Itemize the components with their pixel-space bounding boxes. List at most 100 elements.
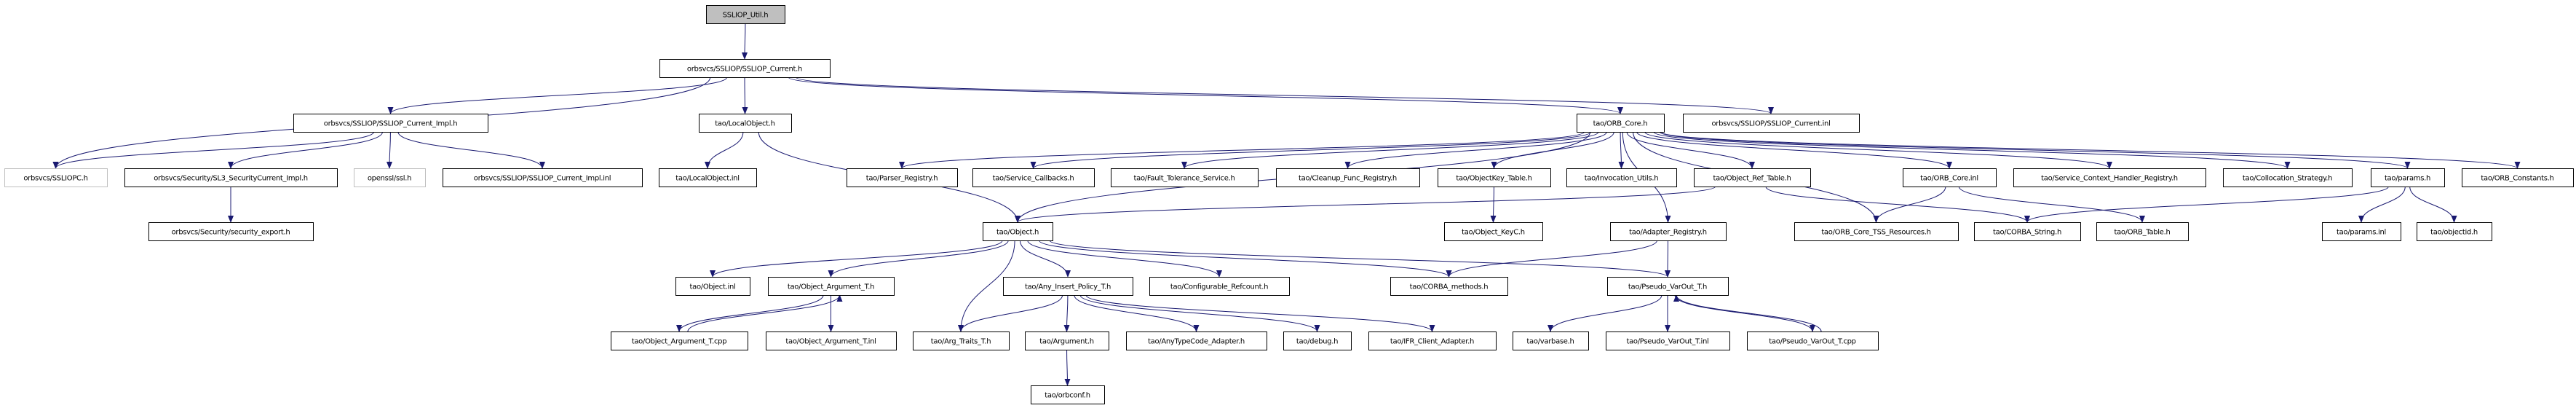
node-curinl[interactable]: orbsvcs/SSLIOP/SSLIOP_Current.inl <box>1683 114 1860 133</box>
node-orbtable[interactable]: tao/ORB_Table.h <box>2096 222 2189 241</box>
node-objectid[interactable]: tao/objectid.h <box>2417 222 2492 241</box>
edge-aip-to-debug <box>1079 294 1320 332</box>
node-box <box>1513 332 1589 350</box>
node-colloc[interactable]: tao/Collocation_Strategy.h <box>2223 168 2353 187</box>
edge-curimpl-to-openssl <box>387 131 393 169</box>
node-box <box>354 168 426 187</box>
edge-pvo-to-varbase <box>1547 294 1662 332</box>
node-atca[interactable]: tao/AnyTypeCode_Adapter.h <box>1126 332 1267 350</box>
node-label: tao/Object_Argument_T.inl <box>785 338 876 346</box>
edge-object-to-aip <box>1019 240 1071 278</box>
node-varbase[interactable]: tao/varbase.h <box>1513 332 1589 350</box>
node-localobj[interactable]: tao/LocalObject.h <box>699 114 792 133</box>
node-pvocpp[interactable]: tao/Pseudo_VarOut_T.cpp <box>1747 332 1879 350</box>
edge-orbcoreinl-to-orbtable <box>1958 186 2145 223</box>
node-label: tao/ORB_Core_TSS_Resources.h <box>1821 229 1930 237</box>
node-curimpl[interactable]: orbsvcs/SSLIOP/SSLIOP_Current_Impl.h <box>293 114 488 133</box>
node-orbcore[interactable]: tao/ORB_Core.h <box>1577 114 1665 133</box>
node-box <box>1606 332 1730 350</box>
edge-params-to-cstring <box>2024 186 2389 223</box>
node-orbconst[interactable]: tao/ORB_Constants.h <box>2462 168 2574 187</box>
edge-localobj-to-localobjinl <box>705 131 744 169</box>
node-label: tao/objectid.h <box>2430 229 2478 237</box>
node-cstring[interactable]: tao/CORBA_String.h <box>1974 222 2081 241</box>
node-box <box>1444 222 1543 241</box>
node-label: tao/LocalObject.inl <box>675 175 739 183</box>
node-objinl[interactable]: tao/Object.inl <box>675 277 750 296</box>
edge-argument-to-orbconf <box>1064 349 1071 386</box>
edge-params-to-objectid <box>2409 186 2457 223</box>
node-oatcpp[interactable]: tao/Object_Argument_T.cpp <box>611 332 748 350</box>
node-debug[interactable]: tao/debug.h <box>1283 332 1352 350</box>
node-invutil[interactable]: tao/Invocation_Utils.h <box>1566 168 1677 187</box>
node-oat[interactable]: tao/Object_Argument_T.h <box>768 277 895 296</box>
node-box <box>2417 222 2492 241</box>
node-okt[interactable]: tao/ObjectKey_Table.h <box>1438 168 1551 187</box>
node-orbconf[interactable]: tao/orbconf.h <box>1031 385 1105 404</box>
node-box <box>1903 168 1997 187</box>
node-label: orbsvcs/SSLIOP/SSLIOP_Current_Impl.h <box>324 120 457 128</box>
node-svccb[interactable]: tao/Service_Callbacks.h <box>972 168 1095 187</box>
node-pvoinl[interactable]: tao/Pseudo_VarOut_T.inl <box>1606 332 1730 350</box>
node-label: orbsvcs/Security/SL3_SecurityCurrent_Imp… <box>154 175 308 183</box>
edge-orbcore-to-invutil <box>1618 131 1625 169</box>
node-parser[interactable]: tao/Parser_Registry.h <box>847 168 958 187</box>
node-box <box>1003 277 1133 296</box>
node-tss[interactable]: tao/ORB_Core_TSS_Resources.h <box>1794 222 1959 241</box>
node-label: tao/params.h <box>2385 175 2430 183</box>
node-ifr[interactable]: tao/IFR_Client_Adapter.h <box>1368 332 1497 350</box>
edge-object-to-pvo <box>1049 240 1671 278</box>
node-cleanup[interactable]: tao/Cleanup_Func_Registry.h <box>1276 168 1420 187</box>
node-argtraits[interactable]: tao/Arg_Traits_T.h <box>913 332 1010 350</box>
node-params[interactable]: tao/params.h <box>2371 168 2445 187</box>
node-sl3[interactable]: orbsvcs/Security/SL3_SecurityCurrent_Imp… <box>124 168 338 187</box>
node-box <box>983 222 1053 241</box>
node-label: tao/Pseudo_VarOut_T.cpp <box>1769 338 1855 346</box>
edge-ort-to-object <box>1015 186 1716 223</box>
node-adreg[interactable]: tao/Adapter_Registry.h <box>1610 222 1727 241</box>
node-cur[interactable]: orbsvcs/SSLIOP/SSLIOP_Current.h <box>659 59 831 78</box>
node-ft[interactable]: tao/Fault_Tolerance_Service.h <box>1111 168 1259 187</box>
node-argument[interactable]: tao/Argument.h <box>1025 332 1109 350</box>
node-box <box>675 277 750 296</box>
node-label: tao/Service_Callbacks.h <box>993 175 1074 183</box>
node-sslioc: orbsvcs/SSLIOPC.h <box>4 168 108 187</box>
node-label: tao/params.inl <box>2337 229 2386 237</box>
node-box <box>443 168 643 187</box>
node-label: tao/Arg_Traits_T.h <box>931 338 991 346</box>
node-aip[interactable]: tao/Any_Insert_Policy_T.h <box>1003 277 1133 296</box>
node-box <box>913 332 1010 350</box>
node-box <box>1283 332 1352 350</box>
node-box <box>2223 168 2353 187</box>
node-object[interactable]: tao/Object.h <box>983 222 1053 241</box>
edge-params-to-paramsinl <box>2358 186 2406 223</box>
node-label: tao/ObjectKey_Table.h <box>1456 175 1531 183</box>
node-localobjinl[interactable]: tao/LocalObject.inl <box>659 168 757 187</box>
node-label: tao/Any_Insert_Policy_T.h <box>1025 283 1111 291</box>
node-okc[interactable]: tao/Object_KeyC.h <box>1444 222 1543 241</box>
node-oatinl[interactable]: tao/Object_Argument_T.inl <box>766 332 897 350</box>
edge-orbcore-to-ft <box>1181 131 1599 169</box>
node-label: orbsvcs/SSLIOPC.h <box>23 175 87 183</box>
node-label: tao/orbconf.h <box>1045 392 1090 400</box>
node-cref[interactable]: tao/Configurable_Refcount.h <box>1149 277 1290 296</box>
edge-orbcoreinl-to-tss <box>1873 186 1946 223</box>
node-paramsinl[interactable]: tao/params.inl <box>2322 222 2401 241</box>
node-pvo[interactable]: tao/Pseudo_VarOut_T.h <box>1607 277 1729 296</box>
node-label: tao/Object_Argument_T.h <box>788 283 874 291</box>
node-label: tao/Configurable_Refcount.h <box>1170 283 1268 291</box>
node-label: orbsvcs/SSLIOP/SSLIOP_Current.h <box>687 66 802 74</box>
node-label: tao/debug.h <box>1296 338 1338 346</box>
node-schr[interactable]: tao/Service_Context_Handler_Registry.h <box>2013 168 2206 187</box>
node-secexp[interactable]: orbsvcs/Security/security_export.h <box>148 222 314 241</box>
node-cmeth[interactable]: tao/CORBA_methods.h <box>1390 277 1508 296</box>
node-orbcoreinl[interactable]: tao/ORB_Core.inl <box>1903 168 1997 187</box>
node-box <box>2462 168 2574 187</box>
node-curimplinl[interactable]: orbsvcs/SSLIOP/SSLIOP_Current_Impl.inl <box>443 168 643 187</box>
node-box <box>124 168 338 187</box>
edge-aip-to-argument <box>1063 294 1070 332</box>
node-label: tao/varbase.h <box>1526 338 1574 346</box>
node-label: tao/Collocation_Strategy.h <box>2243 175 2332 183</box>
edge-cur-to-curinl <box>796 76 1774 114</box>
node-ort[interactable]: tao/Object_Ref_Table.h <box>1694 168 1811 187</box>
